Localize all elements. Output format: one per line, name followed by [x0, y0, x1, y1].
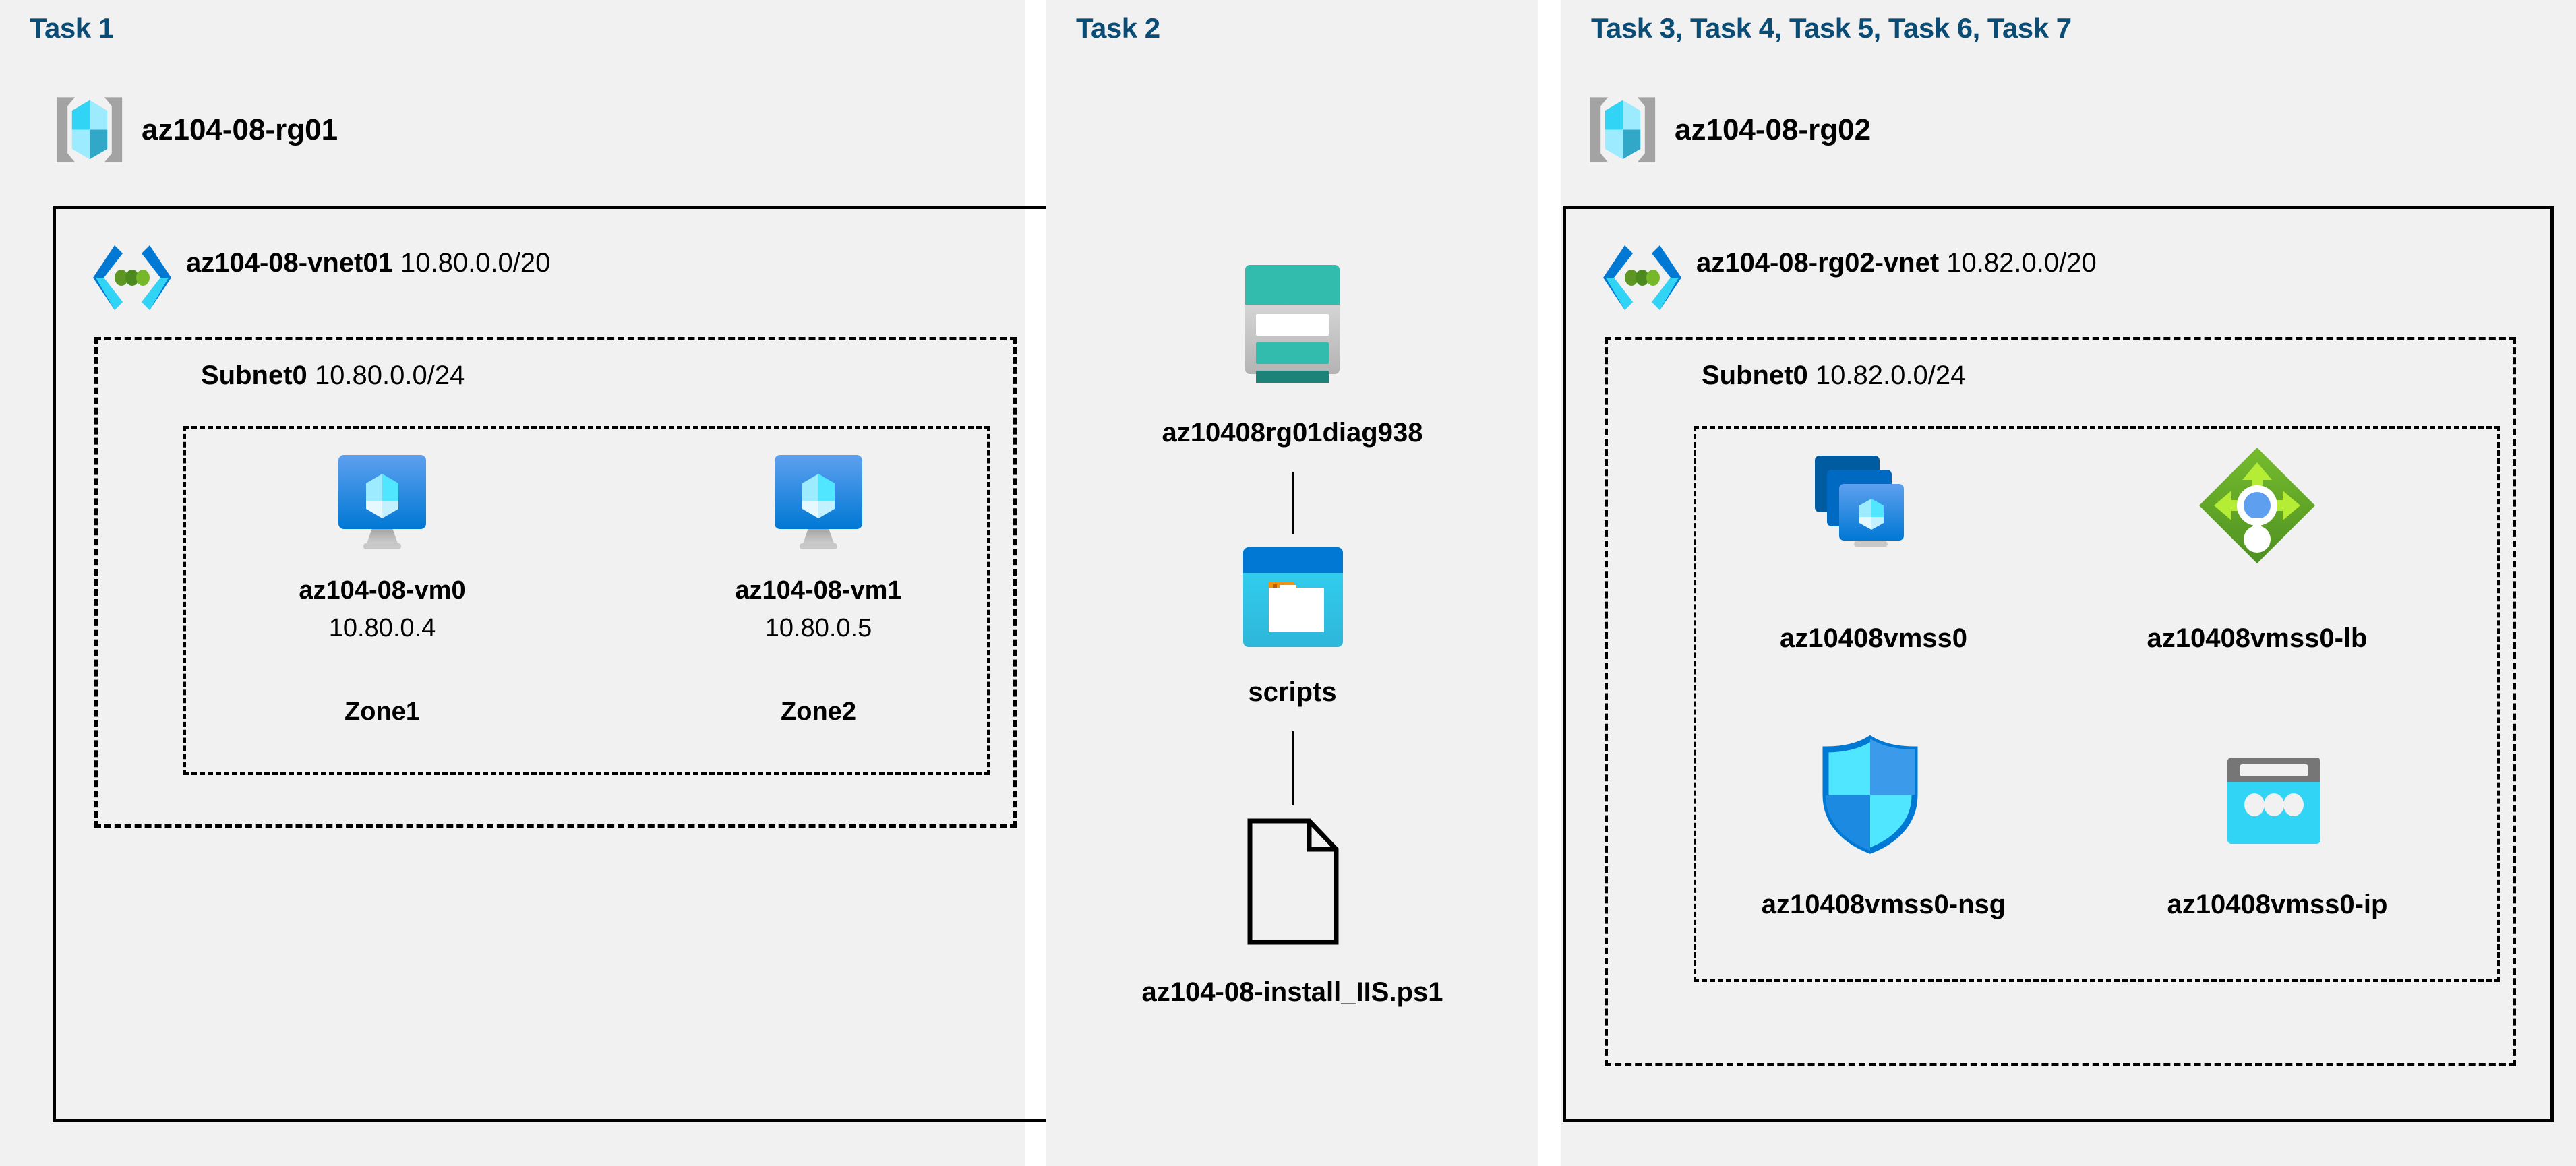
- task1-zone-box: [183, 426, 990, 775]
- task2-storage-account-label: az10408rg01diag938: [1162, 418, 1423, 448]
- task1-title: Task 1: [30, 12, 114, 44]
- task3-subnet-cidr: 10.82.0.0/24: [1815, 361, 1966, 390]
- task3-title: Task 3, Task 4, Task 5, Task 6, Task 7: [1591, 12, 2072, 44]
- task3-vnet-name: az104-08-rg02-vnet: [1696, 248, 1947, 278]
- task1-vm1-zone: Zone2: [781, 698, 856, 726]
- task3-lb-label: az10408vmss0-lb: [2147, 623, 2368, 653]
- virtual-network-icon: [1602, 243, 1683, 313]
- file-icon: [1245, 817, 1342, 946]
- task1-subnet-header: Subnet0 10.80.0.0/24: [201, 361, 465, 391]
- connector-scripts-to-file: [1292, 731, 1294, 805]
- task3-subnet-name: Subnet0: [1702, 361, 1816, 390]
- task1-vm1-ip: 10.80.0.5: [765, 614, 872, 642]
- virtual-machine-icon: [765, 447, 872, 555]
- task1-vm0-ip: 10.80.0.4: [328, 614, 436, 642]
- task1-vm0-name: az104-08-vm0: [299, 576, 466, 605]
- task3-resource-group-label: az104-08-rg02: [1675, 113, 1871, 146]
- task1-vm0-zone: Zone1: [345, 698, 420, 726]
- task1-panel: [0, 0, 1025, 1166]
- task3-nsg-label: az10408vmss0-nsg: [1761, 890, 2006, 919]
- vm-scale-set-icon: [1809, 453, 1938, 574]
- task2-scripts-label: scripts: [1248, 677, 1337, 707]
- resource-group-icon: [53, 94, 127, 165]
- load-balancer-icon: [2196, 445, 2318, 566]
- resource-group-icon: [1586, 94, 1660, 165]
- task3-resources-box: [1694, 426, 2500, 982]
- task3-vnet-header: az104-08-rg02-vnet 10.82.0.0/20: [1696, 248, 2097, 278]
- task1-vnet-cidr: 10.80.0.0/20: [400, 248, 551, 278]
- task1-vnet-name: az104-08-vnet01: [186, 248, 400, 278]
- task3-vmss-label: az10408vmss0: [1779, 623, 1968, 653]
- task1-vm1-name: az104-08-vm1: [735, 576, 902, 605]
- task1-subnet-cidr: 10.80.0.0/24: [314, 361, 465, 390]
- task3-subnet-box: [1605, 337, 2516, 1066]
- blob-container-icon: [1240, 545, 1346, 650]
- task2-title: Task 2: [1076, 12, 1160, 44]
- virtual-network-icon: [92, 243, 173, 313]
- connector-storage-to-scripts: [1292, 472, 1294, 534]
- task3-subnet-header: Subnet0 10.82.0.0/24: [1702, 361, 1965, 391]
- task2-ps1-label: az104-08-install_IIS.ps1: [1141, 977, 1443, 1007]
- task3-vnet-box: [1563, 206, 2554, 1122]
- task3-vnet-cidr: 10.82.0.0/20: [1946, 248, 2097, 278]
- network-security-group-icon: [1816, 735, 1924, 856]
- task3-publicip-label: az10408vmss0-ip: [2167, 890, 2388, 919]
- storage-account-icon: [1225, 258, 1360, 392]
- task1-vnet-header: az104-08-vnet01 10.80.0.0/20: [186, 248, 550, 278]
- task3-panel: [1561, 0, 2576, 1166]
- task1-resource-group-label: az104-08-rg01: [142, 113, 338, 146]
- public-ip-address-icon: [2223, 754, 2325, 848]
- task1-subnet-box: [94, 337, 1017, 828]
- task1-subnet-name: Subnet0: [201, 361, 315, 390]
- virtual-machine-icon: [328, 447, 436, 555]
